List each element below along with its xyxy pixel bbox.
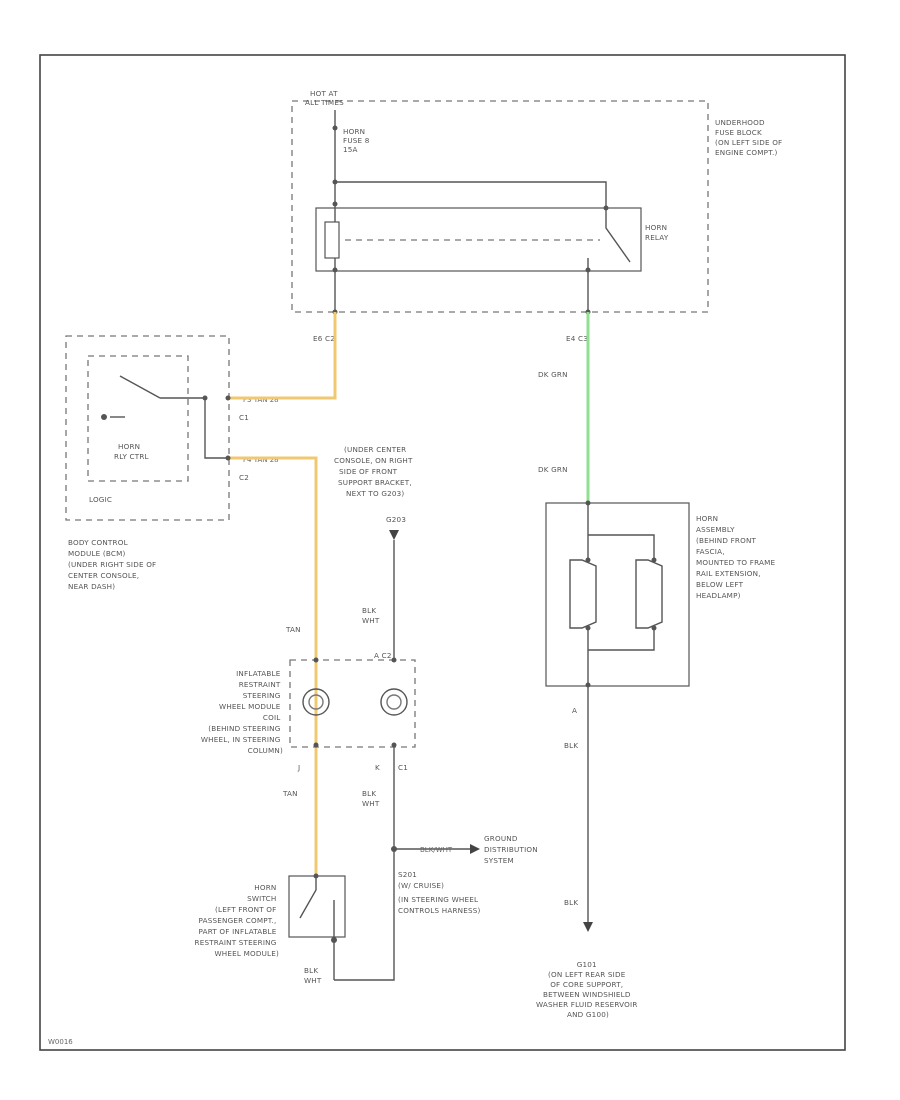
horn-pin-a: A [572,706,577,715]
bcm-inner-outline [87,355,189,482]
relay-node-a [332,201,338,207]
diagram-frame [39,54,846,1051]
ground-dist-wire-label: BLK/WHT [420,846,453,854]
horn-assembly-outline [545,502,690,687]
steering-coil: TAN BLK WHT A C2 INFLATABLE RESTRAINT ST… [201,606,416,981]
bcm-c1-label: C1 [239,413,249,422]
bcm-c2-label: C2 [239,473,249,482]
coil-pin-2 [391,657,397,663]
dk-grn-label-top: DK GRN [538,370,568,379]
tan-wire-c1 [228,312,337,400]
coil-right-icon [380,688,408,716]
hot-at-label: HOT AT ALL TIMES [305,89,344,107]
underhood-fuse-block: HOT AT ALL TIMES HORN FUSE 8 15A UNDERHO… [291,89,785,343]
ground-dist-label: GROUND DISTRIBUTION SYSTEM [484,834,540,865]
fuse-label: HORN FUSE 8 15A [343,127,372,154]
horn-right-bottom-pin [651,625,657,631]
relay-node-b [603,205,609,211]
horn-switch: HORN SWITCH (LEFT FRONT OF PASSENGER COM… [195,873,346,985]
horn-relay-box [315,207,642,272]
fuse-node-top [332,125,338,131]
coil-right-wire [334,745,395,981]
bcm-node [202,395,208,401]
c1-pin-node [225,395,231,401]
body-control-module: HORN RLY CTRL LOGIC F3 TAN 28 C1 F4 TAN … [65,335,279,591]
horn-blk-bottom-label: BLK [564,898,578,907]
bcm-c1-wire-label: F3 TAN 28 [243,396,279,404]
console-ground: (UNDER CENTER CONSOLE, ON RIGHT SIDE OF … [334,445,415,660]
ground-dist-arrow-icon [470,844,480,854]
g101-description: G101 (ON LEFT REAR SIDE OF CORE SUPPORT,… [536,960,640,1019]
coil-pin-1 [313,657,319,663]
horn-right-icon [635,559,663,629]
console-ground-description: (UNDER CENTER CONSOLE, ON RIGHT SIDE OF … [334,445,415,498]
horn-assembly-bus [587,503,655,685]
coil-right-inner [386,694,402,710]
bcm-description: BODY CONTROL MODULE (BCM) (UNDER RIGHT S… [68,538,159,591]
g101-ground-icon [583,922,593,932]
ground-distribution: BLK/WHT GROUND DISTRIBUTION SYSTEM S201 … [391,834,540,915]
splice-s201-label: S201 (W/ CRUISE) (IN STEERING WHEEL CONT… [398,870,481,915]
coil-conn-label: A C2 [374,651,392,660]
horn-switch-blk-wht: BLK WHT [304,966,322,985]
horn-left-bottom-pin [585,625,591,631]
coil-tan-label: TAN [285,625,301,634]
conn-e6-c2: E6 C2 [313,334,335,343]
bcm-outline [65,335,230,521]
horn-right-top-pin [651,557,657,563]
bcm-ground-icon [101,414,107,420]
relay-node-d [585,267,591,273]
horn-switch-description: HORN SWITCH (LEFT FRONT OF PASSENGER COM… [195,883,279,958]
horn-relay-label: HORN RELAY [645,223,670,242]
horn-left-icon [569,559,597,629]
relay-coil-icon [324,221,340,259]
coil-blk-wht-label: BLK WHT [362,606,380,625]
coil-left-icon [302,688,330,716]
tan-wire-c2 [228,456,318,876]
fuse-block-label: UNDERHOOD FUSE BLOCK (ON LEFT SIDE OF EN… [715,118,785,157]
coil-blk-wht-bottom: BLK WHT [362,789,380,808]
bcm-switch-icon [119,375,205,399]
horn-blk-label: BLK [564,741,578,750]
bcm-logic-label: LOGIC [89,495,112,504]
fuse-wire [334,110,607,210]
conn-e4-c3: E4 C3 [566,334,588,343]
coil-left-inner [308,694,324,710]
coil-pin-j: J [297,763,300,772]
g203-ground-icon [389,530,399,540]
relay-switch-icon [605,210,631,263]
horn-switch-pin-top [313,873,319,879]
coil-c1: C1 [398,763,408,772]
bcm-module-label: HORN RLY CTRL [114,442,149,461]
horn-left-top-pin [585,557,591,563]
bcm-c2-wire-label: F4 TAN 28 [243,456,279,464]
coil-pin-k: K [375,763,380,772]
horn-assembly: DK GRN DK GRN HORN ASSEMBLY (BEHIND FRON… [536,312,778,1019]
coil-description: INFLATABLE RESTRAINT STEERING WHEEL MODU… [201,669,283,755]
bcm-c2-link [204,398,228,459]
horn-assembly-description: HORN ASSEMBLY (BEHIND FRONT FASCIA, MOUN… [696,514,778,600]
horn-switch-outline [288,875,346,938]
dk-grn-label-mid: DK GRN [538,465,568,474]
g203-label: G203 [386,515,406,524]
c2-pin-node [225,455,231,461]
horn-switch-icon [299,876,335,938]
figure-id: W0016 [48,1038,73,1046]
coil-tan-bottom: TAN [282,789,298,798]
fuse-block-outline [291,100,709,313]
coil-outline [289,659,416,748]
relay-node-c [332,267,338,273]
coil-pin-3 [313,742,319,748]
